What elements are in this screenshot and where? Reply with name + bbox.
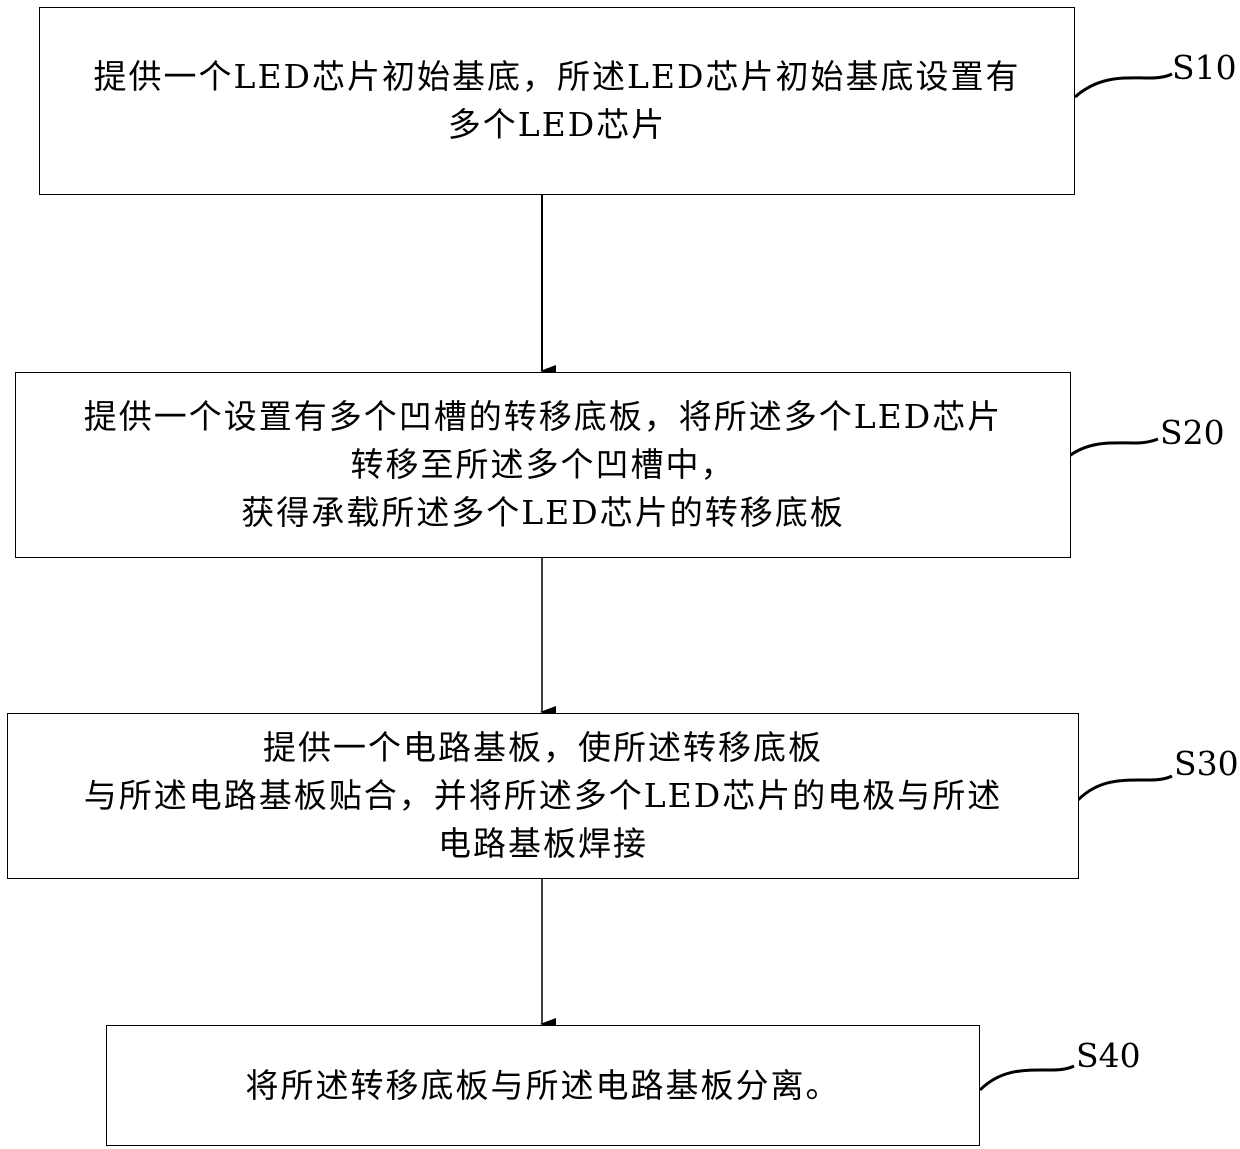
- step-text-line: 提供一个设置有多个凹槽的转移底板，将所述多个LED芯片: [84, 393, 1002, 441]
- step-box-s30: 提供一个电路基板，使所述转移底板 与所述电路基板贴合，并将所述多个LED芯片的电…: [7, 713, 1079, 879]
- step-label-s10: S10: [1172, 48, 1237, 88]
- step-box-s10: 提供一个LED芯片初始基底，所述LED芯片初始基底设置有 多个LED芯片: [39, 7, 1075, 195]
- step-text-line: 提供一个电路基板，使所述转移底板: [263, 724, 823, 772]
- step-box-s20: 提供一个设置有多个凹槽的转移底板，将所述多个LED芯片 转移至所述多个凹槽中， …: [15, 372, 1071, 558]
- step-text-line: 转移至所述多个凹槽中，: [351, 441, 736, 489]
- leader-s40: [980, 1066, 1074, 1090]
- step-text-line: 获得承载所述多个LED芯片的转移底板: [241, 489, 844, 537]
- step-label-s20: S20: [1160, 413, 1225, 453]
- step-label-s40: S40: [1076, 1036, 1141, 1076]
- step-label-s30: S30: [1174, 744, 1239, 784]
- step-text-line: 将所述转移底板与所述电路基板分离。: [246, 1062, 841, 1110]
- step-text-line: 多个LED芯片: [448, 101, 666, 149]
- leader-s10: [1075, 74, 1172, 97]
- leader-s20: [1062, 439, 1158, 462]
- step-box-s40: 将所述转移底板与所述电路基板分离。: [106, 1025, 980, 1146]
- leader-s30: [1078, 776, 1172, 800]
- step-text-line: 提供一个LED芯片初始基底，所述LED芯片初始基底设置有: [94, 53, 1021, 101]
- step-text-line: 与所述电路基板贴合，并将所述多个LED芯片的电极与所述: [84, 772, 1002, 820]
- step-text-line: 电路基板焊接: [438, 820, 648, 868]
